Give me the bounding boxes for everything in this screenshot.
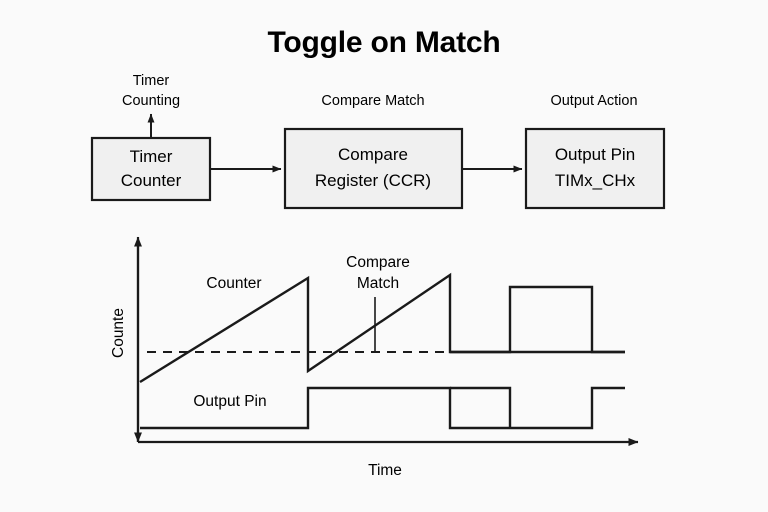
plot-y-axis-title: Counte <box>110 308 127 358</box>
caption-timer-counting-line1: Timer <box>133 73 170 89</box>
block-output-pin[interactable] <box>524 127 666 210</box>
annotation-output-pin-label: Output Pin <box>193 393 266 410</box>
block-output-pin-line1: Output Pin <box>555 145 635 164</box>
caption-output-action: Output Action <box>550 93 637 109</box>
block-timer-counter-line2: Counter <box>121 171 182 190</box>
page-title: Toggle on Match <box>267 26 500 59</box>
annotation-compare-match-line2: Match <box>357 275 399 292</box>
block-timer-counter-line1: Timer <box>130 147 173 166</box>
plot-x-axis-title: Time <box>368 462 402 479</box>
block-timer-counter[interactable] <box>90 136 212 202</box>
caption-compare-match: Compare Match <box>321 93 424 109</box>
block-compare-register[interactable] <box>283 127 464 210</box>
plot-trace-output-pin <box>140 386 625 430</box>
block-output-pin-line2: TIMx_CHx <box>555 171 636 190</box>
caption-timer-counting-line2: Counting <box>122 93 180 109</box>
plot-trace-compare-pulse <box>450 285 625 354</box>
plot-trace-output-pin-segment2 <box>450 386 512 428</box>
annotation-counter-label: Counter <box>206 275 261 292</box>
block-compare-register-line1: Compare <box>338 145 408 164</box>
annotation-compare-match-line1: Compare <box>346 254 410 271</box>
block-compare-register-line2: Register (CCR) <box>315 171 431 190</box>
